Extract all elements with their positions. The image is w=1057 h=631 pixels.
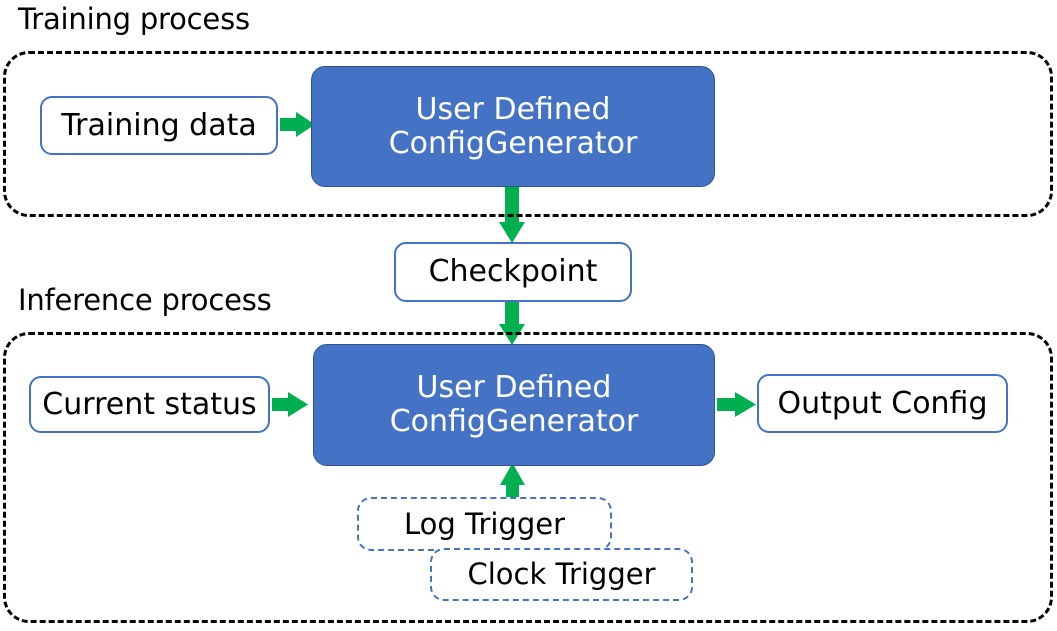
node-log-trigger-label: Log Trigger	[403, 506, 566, 541]
node-inference-config-generator-line2: ConfigGenerator	[389, 404, 639, 439]
arrow-training-data-to-generator	[280, 112, 315, 137]
node-training-config-generator-label: User Defined ConfigGenerator	[389, 93, 638, 160]
training-process-caption: Training process	[18, 2, 250, 36]
node-checkpoint-label: Checkpoint	[428, 254, 598, 290]
node-training-data[interactable]: Training data	[40, 96, 278, 155]
node-training-config-generator-line1: User Defined	[415, 91, 611, 127]
inference-process-caption: Inference process	[18, 283, 272, 317]
node-current-status[interactable]: Current status	[29, 376, 270, 433]
arrow-generator-to-output-config	[717, 392, 756, 417]
node-output-config-label: Output Config	[777, 385, 988, 421]
node-inference-config-generator-line1: User Defined	[416, 370, 612, 406]
node-inference-config-generator-label: User Defined ConfigGenerator	[390, 371, 639, 438]
node-log-trigger[interactable]: Log Trigger	[357, 497, 612, 551]
node-output-config[interactable]: Output Config	[757, 374, 1008, 433]
node-clock-trigger-label: Clock Trigger	[467, 557, 656, 592]
arrow-current-status-to-generator	[272, 392, 308, 417]
node-clock-trigger[interactable]: Clock Trigger	[430, 548, 693, 601]
node-training-data-label: Training data	[61, 107, 257, 143]
node-checkpoint[interactable]: Checkpoint	[394, 242, 632, 302]
node-current-status-label: Current status	[42, 386, 257, 422]
training-process-group	[3, 51, 1053, 217]
node-training-config-generator[interactable]: User Defined ConfigGenerator	[311, 66, 715, 187]
node-training-config-generator-line2: ConfigGenerator	[388, 125, 638, 161]
node-inference-config-generator[interactable]: User Defined ConfigGenerator	[313, 344, 715, 466]
inference-process-group	[3, 332, 1053, 623]
